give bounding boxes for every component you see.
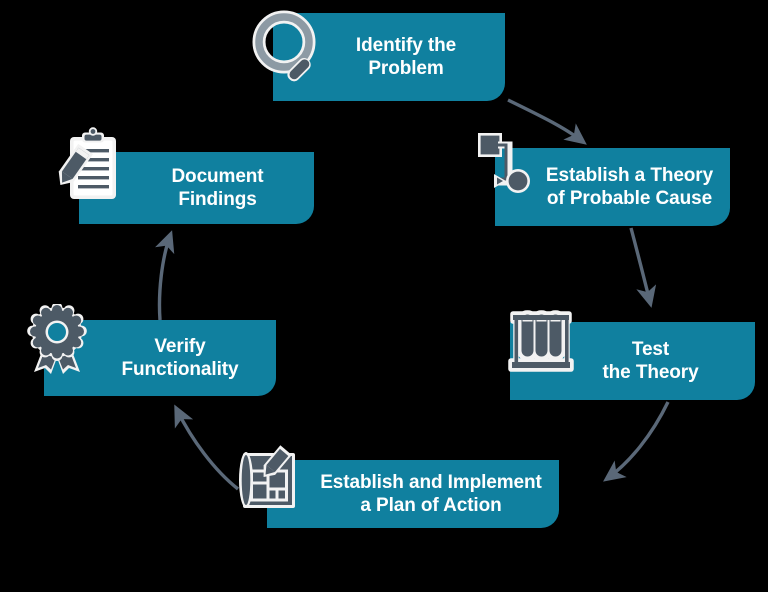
- test-tube-rack-icon: [508, 310, 574, 372]
- step-box[interactable]: Establish a Theory of Probable Cause: [495, 148, 730, 226]
- arrow-verify-to-document: [155, 230, 175, 321]
- magnifying-glass-icon: [252, 10, 316, 82]
- arrow-test-to-plan: [603, 401, 670, 482]
- step-box[interactable]: Document Findings: [79, 152, 314, 224]
- step-label: Establish a Theory of Probable Cause: [545, 164, 714, 209]
- blueprint-pencil-icon: [239, 445, 295, 508]
- step-box[interactable]: Establish and Implement a Plan of Action: [267, 460, 559, 528]
- step-label: Verify Functionality: [121, 335, 239, 380]
- arrow-theory-to-test: [629, 227, 657, 308]
- step-label: Establish and Implement a Plan of Action: [320, 471, 542, 516]
- step-label: Document Findings: [171, 165, 264, 210]
- step-label: Identify the Problem: [355, 34, 457, 79]
- flowchart-node-icon: [478, 133, 530, 193]
- rosette: [27, 304, 87, 361]
- clipboard-pen-icon: [58, 127, 116, 199]
- award-ribbon-icon: [27, 304, 87, 374]
- step-label: Test the Theory: [602, 338, 699, 383]
- arrow-plan-to-verify: [174, 404, 240, 491]
